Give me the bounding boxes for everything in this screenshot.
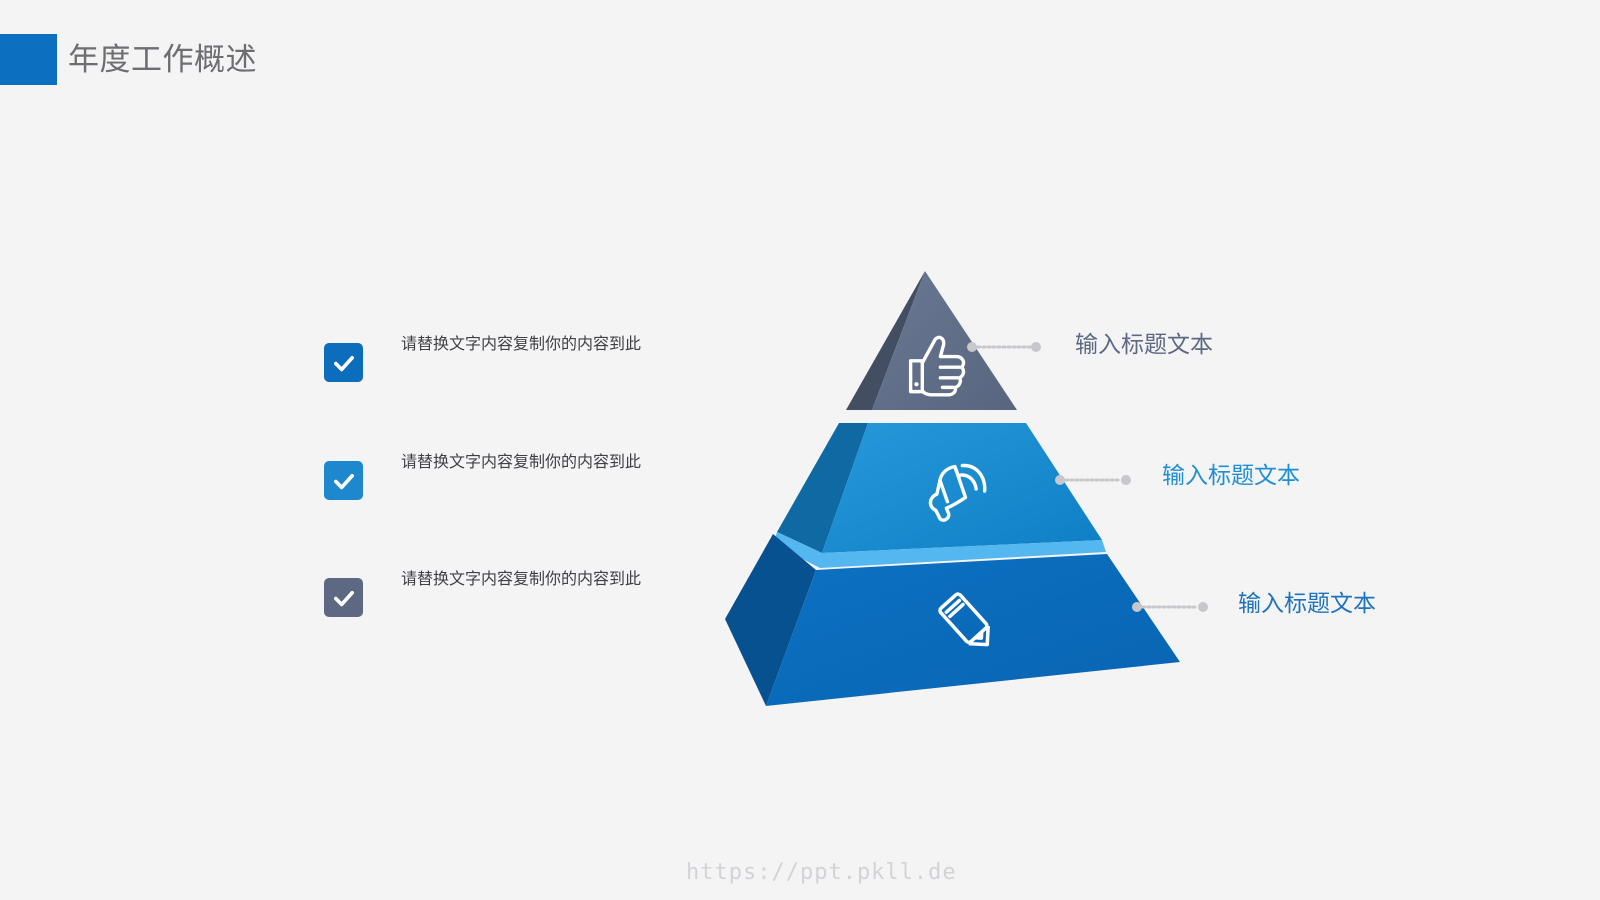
thumbs-up-icon (900, 330, 968, 398)
pencil-icon (931, 586, 1001, 656)
checklist-text-3: 请替换文字内容复制你的内容到此 (401, 569, 642, 588)
connector-middle (1054, 473, 1132, 487)
pyramid-level-base-side (725, 534, 816, 706)
check-icon (333, 590, 354, 606)
pyramid-label-base: 输入标题文本 (1238, 591, 1376, 617)
connector-base (1131, 600, 1209, 614)
checklist-text-1: 请替换文字内容复制你的内容到此 (401, 334, 642, 353)
pyramid-level-middle-top-edge (773, 532, 1106, 568)
checklist-item-3: 请替换文字内容复制你的内容到此 (324, 568, 684, 618)
connector-top (966, 340, 1042, 354)
watermark-url: https://ppt.pkll.de (686, 860, 957, 885)
checklist-item-1: 请替换文字内容复制你的内容到此 (324, 333, 684, 383)
pyramid-label-top: 输入标题文本 (1075, 332, 1213, 358)
pyramid-level-middle-side (777, 423, 868, 553)
checklist-item-2: 请替换文字内容复制你的内容到此 (324, 451, 684, 501)
checkbox-1[interactable] (324, 343, 363, 382)
title-accent-block (0, 34, 57, 85)
pyramid-label-middle: 输入标题文本 (1162, 463, 1300, 489)
checkbox-2[interactable] (324, 461, 363, 500)
checklist-text-2: 请替换文字内容复制你的内容到此 (401, 452, 642, 471)
checkbox-3[interactable] (324, 578, 363, 617)
check-icon (333, 355, 354, 371)
speaker-icon (923, 456, 991, 524)
check-icon (333, 473, 354, 489)
page-title: 年度工作概述 (68, 42, 257, 78)
